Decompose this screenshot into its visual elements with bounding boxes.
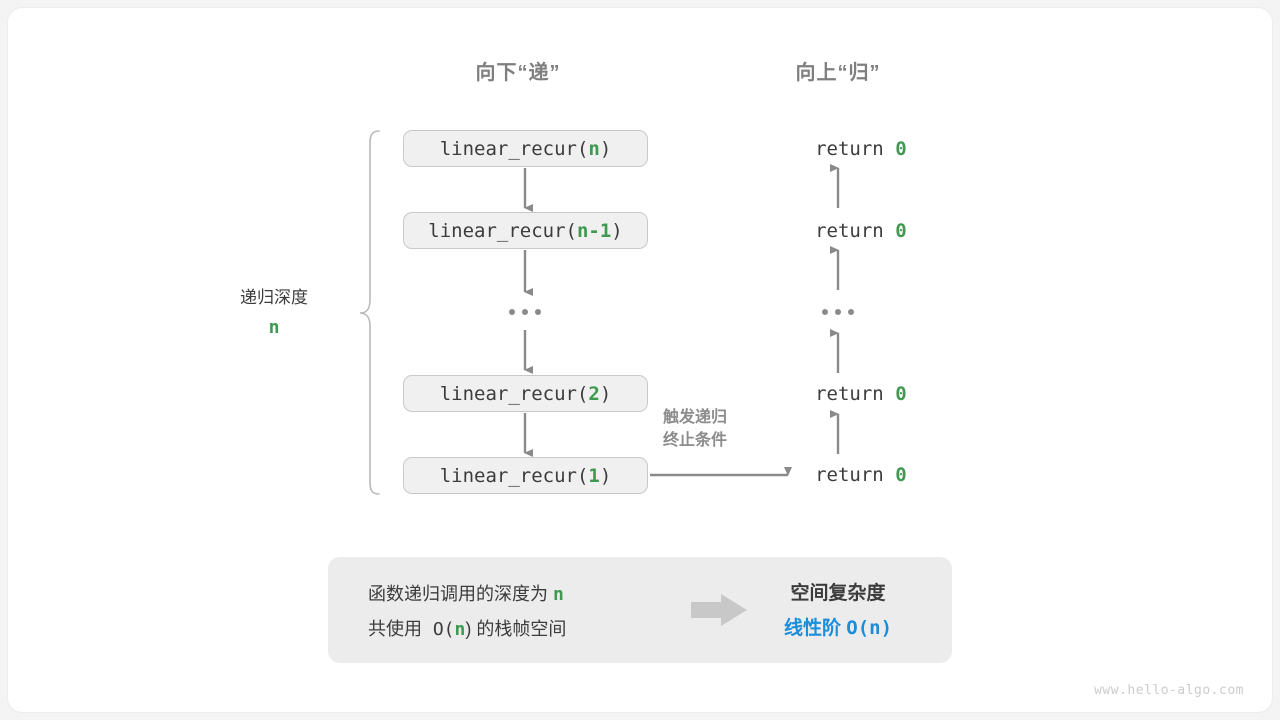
- call-prefix: linear_recur(: [439, 137, 589, 160]
- call-suffix: ): [599, 137, 612, 160]
- call-box[interactable]: linear_recur(n): [403, 130, 648, 167]
- call-box[interactable]: linear_recur(n-1): [403, 212, 648, 249]
- summary-result: 空间复杂度 线性阶 O(n): [784, 577, 892, 646]
- return-value: 0: [895, 383, 907, 405]
- recursion-depth-label: 递归深度 n: [240, 283, 308, 343]
- return-label: return 0: [769, 442, 907, 508]
- call-box[interactable]: linear_recur(2): [403, 375, 648, 412]
- call-arg: 2: [588, 382, 600, 405]
- summary-line-1: 函数递归调用的深度为 n: [368, 577, 566, 612]
- implies-arrow-icon: [691, 594, 747, 626]
- summary-line-2-n: n: [454, 619, 466, 640]
- ellipsis-dots-left: [509, 309, 541, 315]
- result-title: 空间复杂度: [790, 583, 886, 604]
- call-box[interactable]: linear_recur(1): [403, 457, 648, 494]
- return-keyword: return: [815, 464, 896, 486]
- return-value: 0: [895, 220, 907, 242]
- result-big-o: O(n): [846, 617, 893, 639]
- heading-descend: 向下“递”: [475, 62, 561, 84]
- summary-line-1-text: 函数递归调用的深度为: [368, 584, 553, 604]
- summary-box: 函数递归调用的深度为 n 共使用 O(n) 的栈帧空间 空间复杂度 线性阶 O(…: [328, 557, 952, 663]
- call-arg: n-1: [576, 219, 612, 242]
- result-order: 线性阶: [783, 618, 847, 639]
- result-complexity: 线性阶 O(n): [784, 611, 892, 646]
- call-arg: n: [588, 137, 600, 160]
- watermark: www.hello-algo.com: [1094, 683, 1244, 698]
- return-keyword: return: [815, 138, 896, 160]
- summary-left-text: 函数递归调用的深度为 n 共使用 O(n) 的栈帧空间: [368, 577, 566, 647]
- return-value: 0: [895, 138, 907, 160]
- summary-line-2: 共使用 O(n) 的栈帧空间: [368, 612, 566, 647]
- ellipsis-dots-right: [822, 309, 854, 315]
- summary-line-2-text-a: 共使用 O(: [368, 619, 455, 640]
- return-keyword: return: [815, 220, 896, 242]
- call-suffix: ): [599, 464, 612, 487]
- call-prefix: linear_recur(: [428, 219, 577, 242]
- return-keyword: return: [815, 383, 896, 405]
- call-prefix: linear_recur(: [439, 382, 589, 405]
- return-label: return 0: [769, 116, 907, 182]
- call-suffix: ): [611, 219, 623, 242]
- terminate-condition-note: 触发递归 终止条件: [663, 409, 728, 449]
- call-arg: 1: [588, 464, 600, 487]
- depth-value: n: [268, 317, 280, 338]
- call-suffix: ): [599, 382, 612, 405]
- return-value: 0: [895, 464, 907, 486]
- summary-line-2-text-b: ) 的栈帧空间: [465, 619, 567, 639]
- summary-line-1-n: n: [553, 584, 564, 605]
- return-label: return 0: [769, 361, 907, 427]
- return-label: return 0: [769, 198, 907, 264]
- depth-text: 递归深度: [240, 288, 308, 307]
- call-prefix: linear_recur(: [439, 464, 589, 487]
- heading-ascend: 向上“归”: [795, 62, 881, 84]
